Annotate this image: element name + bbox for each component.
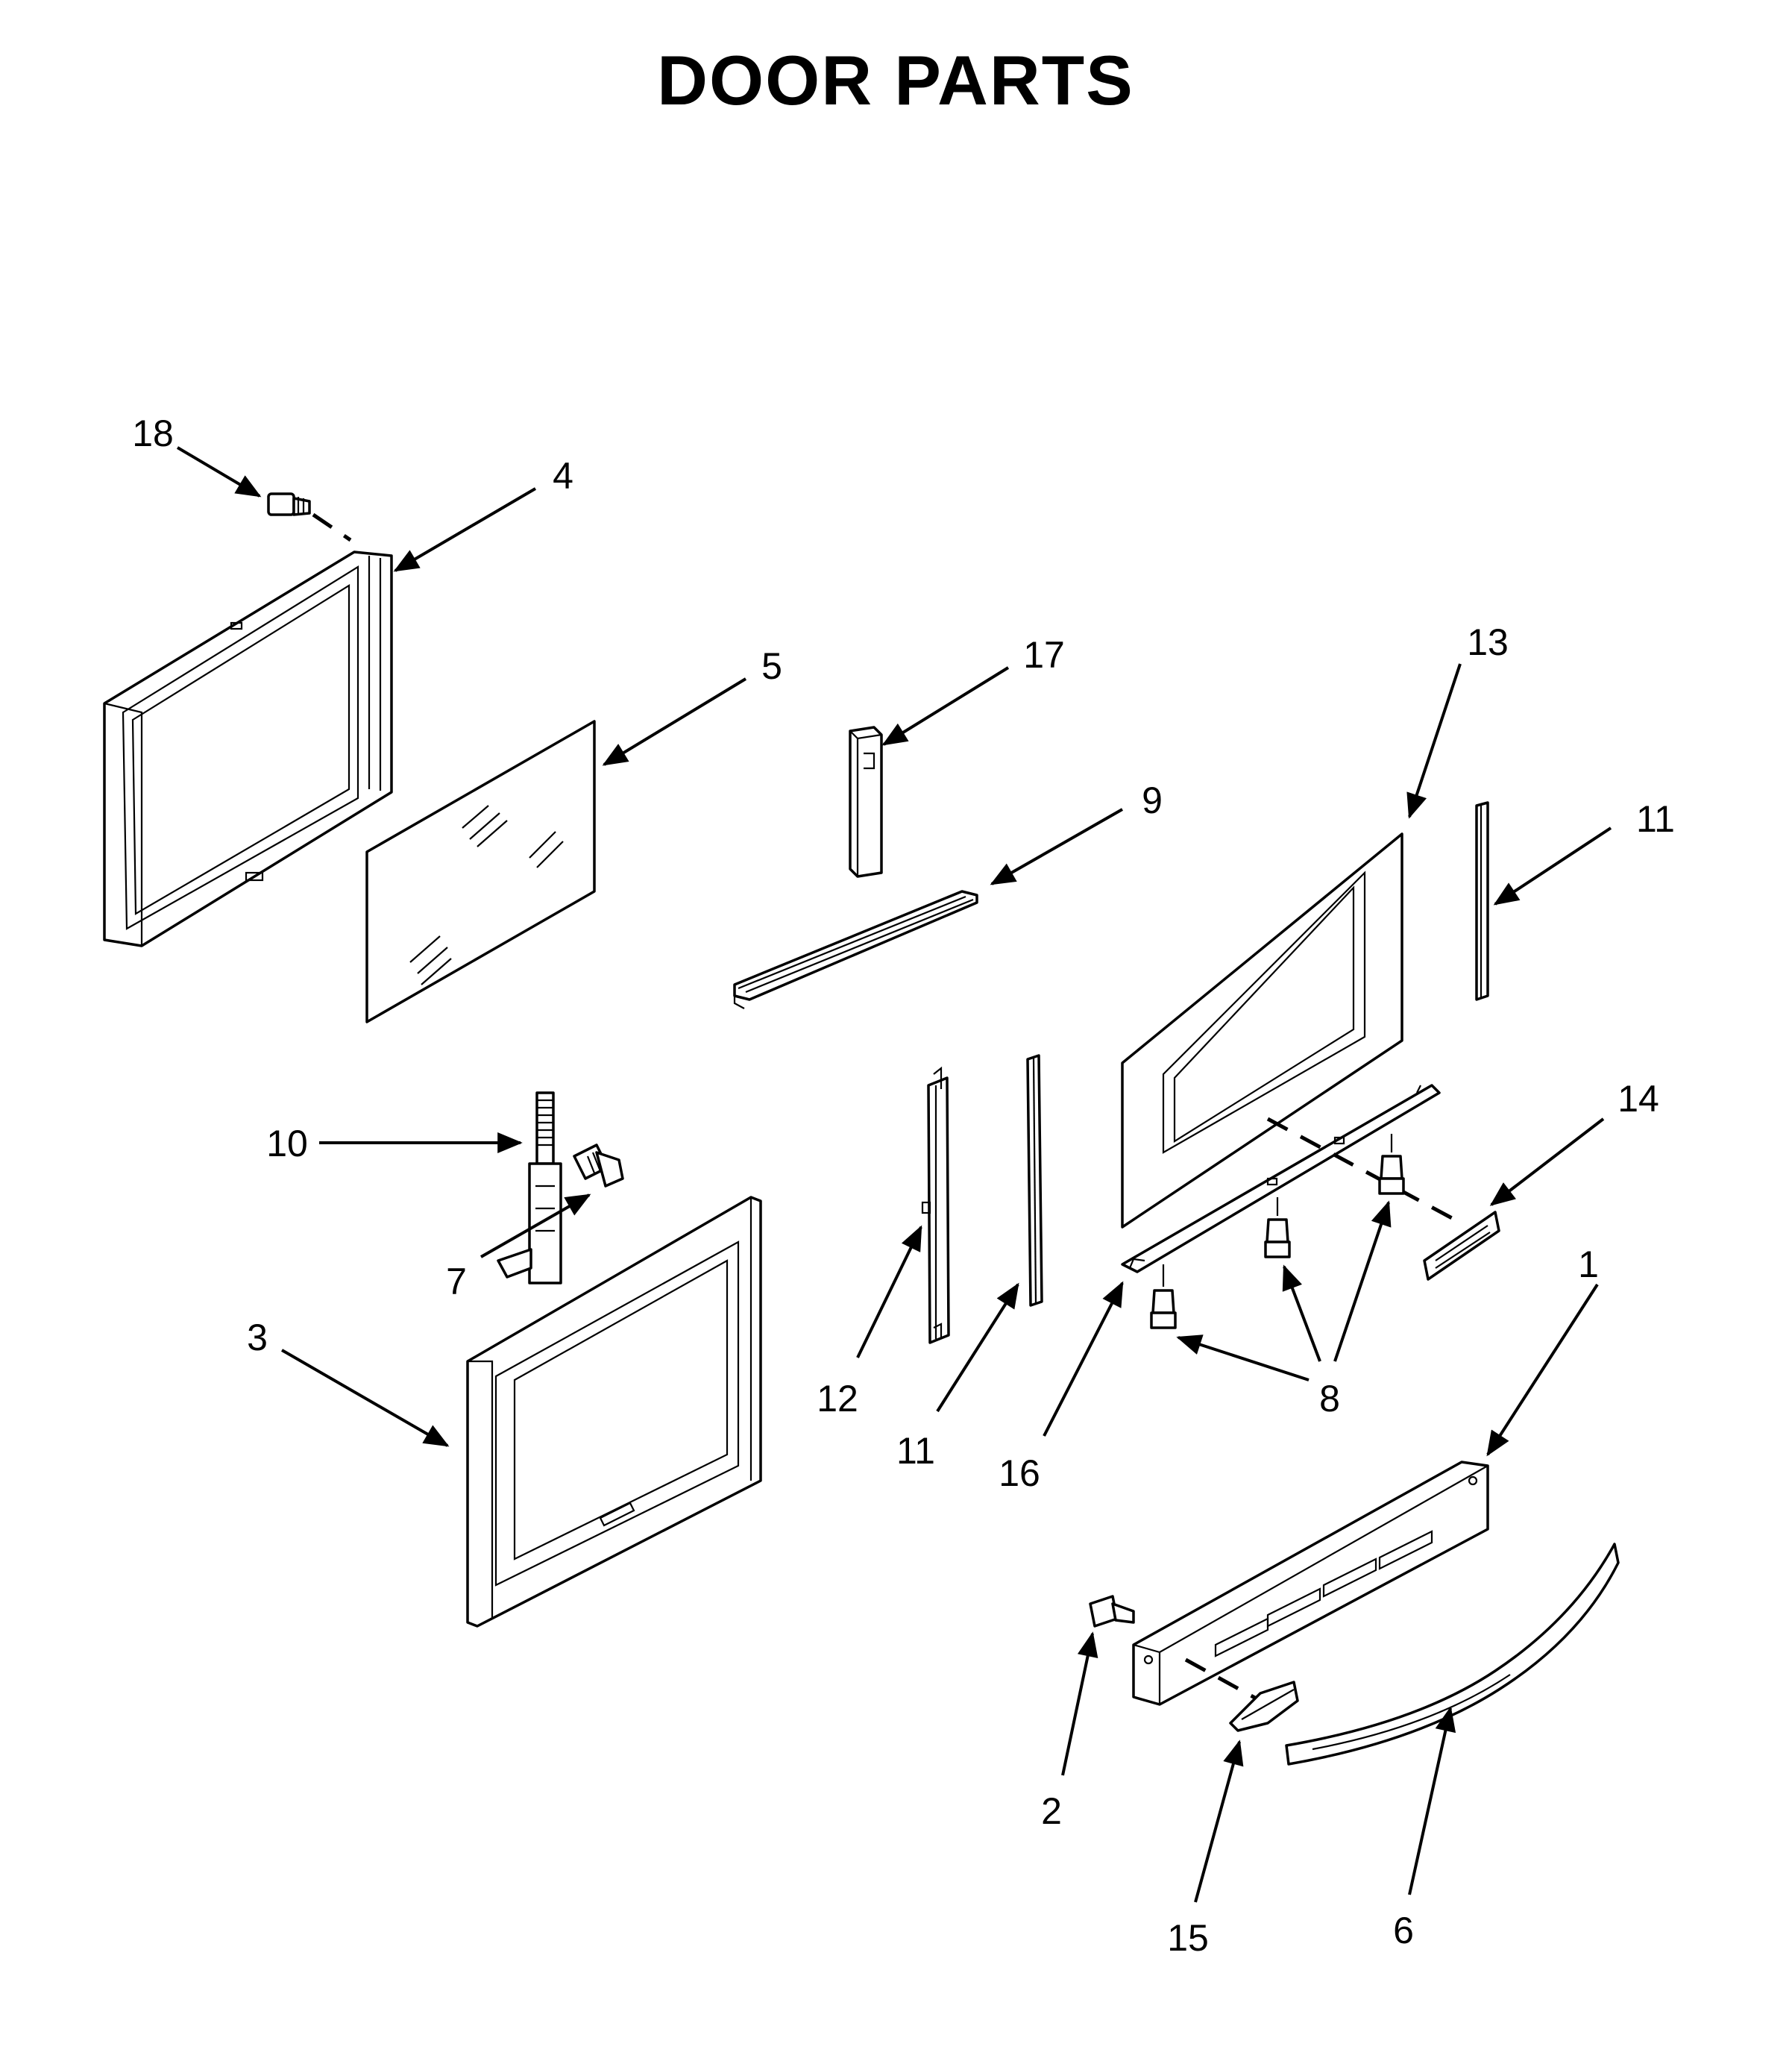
callout-12: 12 <box>817 1378 858 1420</box>
part-8-screw-b <box>1264 1197 1291 1258</box>
part-11-strip-left <box>1026 1054 1043 1307</box>
callout-13: 13 <box>1467 621 1509 663</box>
part-18-screw <box>267 492 311 516</box>
part-5-glass-panel <box>365 720 596 1023</box>
part-12-side-bracket <box>921 1066 950 1344</box>
part-9-top-channel <box>733 890 978 1009</box>
part-8-screw-c <box>1378 1134 1405 1195</box>
callout-10: 10 <box>266 1123 308 1164</box>
callout-6: 6 <box>1393 1910 1414 1951</box>
leader-16 <box>1043 1281 1124 1437</box>
leader-18 <box>176 446 262 498</box>
callout-18: 18 <box>132 413 174 454</box>
leader-2 <box>1061 1631 1098 1776</box>
callout-2: 2 <box>1041 1790 1062 1832</box>
leader-7 <box>480 1193 591 1258</box>
leader-12 <box>856 1225 922 1358</box>
part-15-dash <box>1184 1657 1262 1703</box>
part-4-inner-door-frame <box>103 550 393 947</box>
part-3-outer-door <box>466 1196 762 1628</box>
part-13-outer-glass-frame <box>1121 832 1403 1229</box>
callout-14: 14 <box>1617 1078 1659 1120</box>
leader-6 <box>1408 1706 1456 1895</box>
callout-17: 17 <box>1023 634 1065 676</box>
part-6-curved-handle <box>1285 1543 1620 1766</box>
leader-14 <box>1489 1117 1605 1206</box>
callout-11-left: 11 <box>896 1430 935 1472</box>
part-7-hinge-screw <box>573 1144 624 1188</box>
leader-8b <box>1282 1264 1321 1362</box>
leader-8c <box>1333 1200 1392 1362</box>
callout-15: 15 <box>1167 1917 1209 1959</box>
callout-8: 8 <box>1319 1378 1340 1420</box>
leader-3 <box>281 1349 450 1447</box>
leader-9 <box>990 808 1123 885</box>
callout-4: 4 <box>553 455 573 497</box>
part-15-end-cap <box>1229 1681 1299 1732</box>
leader-17 <box>881 666 1010 746</box>
callout-9: 9 <box>1142 780 1163 821</box>
callout-16: 16 <box>999 1452 1040 1494</box>
leader-5 <box>602 677 747 766</box>
leader-11b <box>936 1282 1019 1413</box>
callout-7: 7 <box>446 1261 467 1302</box>
part-8-screw-a <box>1150 1264 1177 1329</box>
leader-4 <box>393 487 537 572</box>
callout-3: 3 <box>247 1317 268 1358</box>
leader-11a <box>1493 826 1612 906</box>
leader-1 <box>1486 1283 1599 1457</box>
callout-1: 1 <box>1578 1243 1599 1285</box>
callout-11-right: 11 <box>1636 798 1675 840</box>
part-17-spacer <box>849 726 883 878</box>
part-11-strip-right <box>1475 801 1489 1001</box>
part-10-hinge <box>497 1091 562 1284</box>
leader-13 <box>1406 663 1462 819</box>
part-14-logo-badge <box>1423 1211 1500 1281</box>
part-1-handle-bracket <box>1132 1461 1489 1706</box>
part-16-bottom-bracket <box>1121 1084 1441 1273</box>
diagram-title: DOOR PARTS <box>657 41 1134 119</box>
leader-8a <box>1176 1334 1310 1381</box>
part-18-dash <box>312 512 352 542</box>
part-2-handle-screw <box>1089 1595 1135 1628</box>
callout-5: 5 <box>761 645 782 687</box>
leader-15 <box>1194 1740 1244 1903</box>
